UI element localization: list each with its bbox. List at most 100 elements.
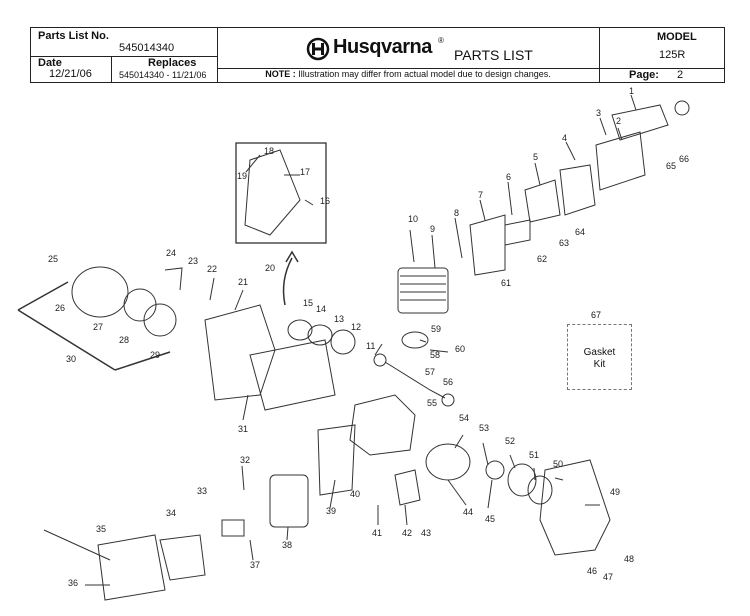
page-value: 2 bbox=[677, 69, 684, 81]
callout-32: 32 bbox=[240, 455, 250, 465]
callout-27: 27 bbox=[93, 322, 103, 332]
callout-14: 14 bbox=[316, 304, 326, 314]
callout-51: 51 bbox=[529, 450, 539, 460]
part-clutch-drum bbox=[527, 475, 553, 505]
callout-61: 61 bbox=[501, 278, 511, 288]
model-value: 125R bbox=[659, 49, 686, 61]
part-gasket-plate bbox=[524, 179, 561, 223]
part-clutch-housing bbox=[539, 459, 611, 556]
callout-25: 25 bbox=[48, 254, 58, 264]
callout-20: 20 bbox=[265, 263, 275, 273]
part-primer bbox=[330, 329, 356, 355]
callout-48: 48 bbox=[624, 554, 634, 564]
brand-registered-mark: ® bbox=[438, 36, 444, 45]
callout-45: 45 bbox=[485, 514, 495, 524]
gasket-kit-box: Gasket Kit bbox=[567, 324, 632, 390]
gasket-kit-line1: Gasket bbox=[583, 347, 616, 358]
callout-54: 54 bbox=[459, 413, 469, 423]
callout-9: 9 bbox=[430, 224, 435, 234]
part-cylinder-cover bbox=[97, 534, 166, 601]
part-piston bbox=[401, 331, 429, 349]
callout-19: 19 bbox=[237, 171, 247, 181]
callout-24: 24 bbox=[166, 248, 176, 258]
callout-13: 13 bbox=[334, 314, 344, 324]
husqvarna-crown-icon bbox=[306, 37, 330, 61]
callout-42: 42 bbox=[402, 528, 412, 538]
callout-10: 10 bbox=[408, 214, 418, 224]
callout-35: 35 bbox=[96, 524, 106, 534]
callout-50: 50 bbox=[553, 459, 563, 469]
callout-12: 12 bbox=[351, 322, 361, 332]
part-spacer bbox=[307, 324, 333, 346]
callout-21: 21 bbox=[238, 277, 248, 287]
callout-37: 37 bbox=[250, 560, 260, 570]
callout-1: 1 bbox=[629, 86, 634, 96]
callout-58: 58 bbox=[430, 350, 440, 360]
gasket-kit-line2: Kit bbox=[593, 359, 606, 370]
parts-list-header: Parts List No. 545014340 Date 12/21/06 R… bbox=[30, 27, 725, 83]
callout-31: 31 bbox=[238, 424, 248, 434]
part-air-filter-cover bbox=[611, 104, 669, 141]
callout-52: 52 bbox=[505, 436, 515, 446]
part-starter-handle bbox=[164, 267, 183, 291]
date-value: 12/21/06 bbox=[49, 68, 92, 80]
callout-11: 11 bbox=[366, 341, 375, 351]
part-fuel-cap bbox=[674, 100, 690, 116]
replaces-value: 545014340 - 11/21/06 bbox=[119, 70, 207, 80]
callout-7: 7 bbox=[478, 190, 483, 200]
part-flywheel bbox=[425, 443, 471, 481]
note-line: NOTE : Illustration may differ from actu… bbox=[217, 69, 599, 79]
part-heat-shield bbox=[317, 424, 356, 496]
part-rewind-spring bbox=[123, 288, 157, 322]
part-insulator bbox=[469, 214, 506, 276]
callout-55: 55 bbox=[427, 398, 437, 408]
part-fuel-tank bbox=[249, 339, 336, 411]
part-clutch-washer bbox=[485, 460, 505, 480]
callout-60: 60 bbox=[455, 344, 465, 354]
callout-2: 2 bbox=[616, 116, 621, 126]
callout-66: 66 bbox=[679, 154, 689, 164]
part-throttle-housing bbox=[244, 149, 301, 236]
callout-40: 40 bbox=[350, 489, 360, 499]
callout-4: 4 bbox=[562, 133, 567, 143]
gasket-kit-number: 67 bbox=[591, 310, 602, 320]
callout-15: 15 bbox=[303, 298, 313, 308]
part-crankshaft bbox=[384, 361, 446, 399]
callout-49: 49 bbox=[610, 487, 620, 497]
callout-28: 28 bbox=[119, 335, 129, 345]
callout-18: 18 bbox=[264, 146, 274, 156]
callout-36: 36 bbox=[68, 578, 78, 588]
brand-name: Husqvarna bbox=[333, 36, 432, 58]
date-label: Date bbox=[38, 57, 62, 69]
callout-43: 43 bbox=[421, 528, 431, 538]
callout-63: 63 bbox=[559, 238, 569, 248]
part-air-filter-housing bbox=[595, 131, 646, 191]
callout-33: 33 bbox=[197, 486, 207, 496]
callout-8: 8 bbox=[454, 208, 459, 218]
part-gasket-cylinder bbox=[287, 319, 313, 341]
part-fan-housing bbox=[204, 304, 276, 401]
callout-57: 57 bbox=[425, 367, 435, 377]
callout-23: 23 bbox=[188, 256, 198, 266]
callout-22: 22 bbox=[207, 264, 217, 274]
model-label: MODEL bbox=[657, 31, 697, 43]
callout-53: 53 bbox=[479, 423, 489, 433]
callout-44: 44 bbox=[463, 507, 473, 517]
callout-47: 47 bbox=[603, 572, 613, 582]
part-cylinder bbox=[397, 267, 449, 314]
callout-65: 65 bbox=[666, 161, 676, 171]
part-cover-bracket bbox=[159, 534, 206, 581]
part-muffler-gasket bbox=[221, 519, 245, 537]
callout-30: 30 bbox=[66, 354, 76, 364]
parts-list-no-value: 545014340 bbox=[119, 42, 175, 54]
callout-59: 59 bbox=[431, 324, 441, 334]
callout-38: 38 bbox=[282, 540, 292, 550]
callout-17: 17 bbox=[300, 167, 310, 177]
callout-6: 6 bbox=[506, 172, 511, 182]
part-pulley bbox=[143, 303, 177, 337]
part-ignition-module bbox=[394, 469, 421, 506]
part-carburetor bbox=[559, 164, 596, 216]
part-intake bbox=[504, 219, 531, 246]
callout-41: 41 bbox=[372, 528, 382, 538]
callout-46: 46 bbox=[587, 566, 597, 576]
